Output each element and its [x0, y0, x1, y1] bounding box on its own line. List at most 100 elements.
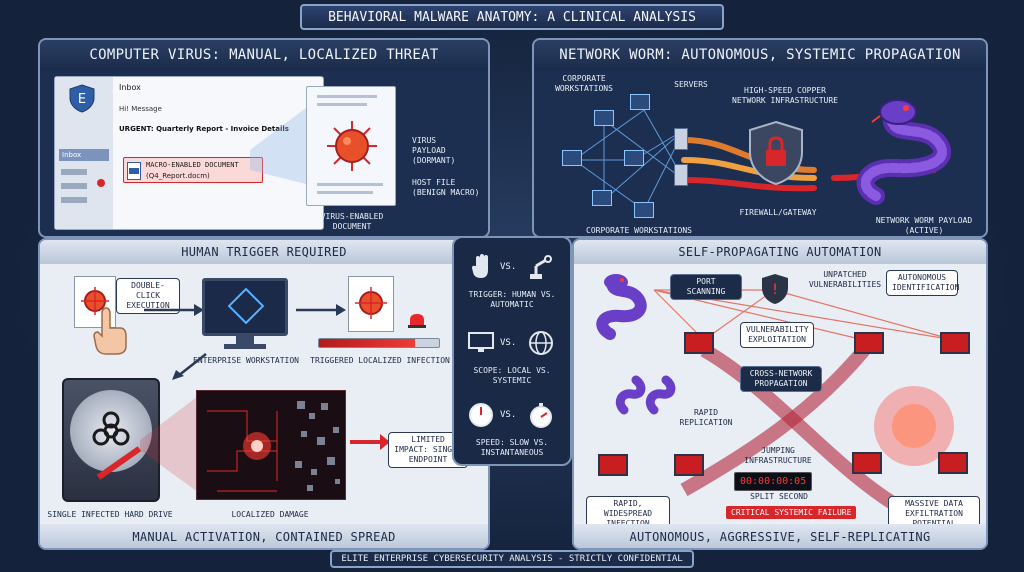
workstation-node [594, 110, 614, 126]
attachment-box[interactable]: MACRO-ENABLED DOCUMENT (Q4_Report.docm) [123, 157, 263, 183]
inbox-title: Inbox [119, 83, 141, 92]
workstation-node [630, 94, 650, 110]
jumping-label: JUMPING INFRASTRUCTURE [744, 446, 812, 465]
compare-item-speed: VS. SPEED: SLOW VS. INSTANTANEOUS [454, 398, 570, 464]
trigger-header: HUMAN TRIGGER REQUIRED [40, 240, 488, 264]
monitor-icon [468, 332, 494, 354]
workstation-label: ENTERPRISE WORKSTATION [193, 356, 299, 365]
enterprise-workstation-monitor [202, 278, 288, 336]
firewall-shield-icon [748, 120, 804, 186]
attachment-file: (Q4_Report.docm) [146, 172, 210, 180]
sidebar-item[interactable] [61, 169, 87, 175]
worm-bottom-panel: SELF-PROPAGATING AUTOMATION PORT SCANNIN… [572, 238, 988, 550]
corp-workstations-top-label: CORPORATE WORKSTATIONS [555, 74, 613, 93]
copper-label: HIGH-SPEED COPPER NETWORK INFRASTRUCTURE [732, 86, 838, 105]
slow-clock-icon [468, 402, 494, 428]
email-greeting: Hi! Message [119, 105, 162, 113]
workstation-node [634, 202, 654, 218]
monitor-base [224, 344, 266, 349]
infected-monitor [854, 332, 884, 354]
sidebar-item-inbox[interactable]: Inbox [59, 149, 109, 161]
arrow-to-workstation [144, 304, 204, 316]
warning-shield-icon: ! [760, 272, 790, 306]
host-file-label: HOST FILE (BENIGN MACRO) [412, 178, 480, 197]
stopwatch-icon [528, 402, 554, 428]
cube-icon [227, 287, 265, 325]
hand-cursor-icon [90, 306, 130, 356]
word-doc-icon [127, 162, 141, 180]
compare-item-trigger: VS. TRIGGER: HUMAN VS. AUTOMATIC [454, 250, 570, 320]
port-scanning-tag: PORT SCANNING [670, 274, 742, 300]
shield-logo-icon: E [67, 83, 97, 113]
infected-file-icon [74, 276, 116, 328]
automation-header: SELF-PROPAGATING AUTOMATION [574, 240, 986, 264]
workstation-node [624, 150, 644, 166]
localized-damage-label: LOCALIZED DAMAGE [231, 510, 309, 519]
localized-damage-panel [196, 390, 346, 500]
rapid-replication-label: RAPID REPLICATION [679, 408, 733, 427]
critical-failure-tag: CRITICAL SYSTEMIC FAILURE [726, 506, 857, 519]
compare-speed-label: SPEED: SLOW VS. INSTANTANEOUS [475, 438, 549, 457]
network-worm-icon [856, 96, 966, 208]
worm-footer: AUTONOMOUS, AGGRESSIVE, SELF-REPLICATING [574, 524, 986, 548]
vs-text: VS. [500, 410, 517, 420]
siren-icon [406, 312, 428, 328]
svg-text:!: ! [772, 282, 778, 298]
split-second-label: SPLIT SECOND [750, 492, 808, 501]
virus-payload-label: VIRUS PAYLOAD (DORMANT) [412, 136, 456, 165]
firewall-label: FIREWALL/GATEWAY [739, 208, 817, 217]
infected-monitor [598, 454, 628, 476]
svg-text:E: E [78, 92, 86, 107]
workstation-node [562, 150, 582, 166]
sidebar-item[interactable] [61, 183, 87, 189]
infected-monitor [674, 454, 704, 476]
virus-doc-caption: VIRUS-ENABLED DOCUMENT [320, 212, 384, 231]
email-window: E Inbox Inbox Hi! Message URGENT: Quarte… [54, 76, 324, 230]
virus-top-panel: COMPUTER VIRUS: MANUAL, LOCALIZED THREAT… [38, 38, 490, 238]
confidential-footer: ELITE ENTERPRISE CYBERSECURITY ANALYSIS … [330, 550, 694, 568]
server-node [674, 164, 688, 186]
compare-trigger-label: TRIGGER: HUMAN VS. AUTOMATIC [468, 290, 556, 309]
arrow-to-drive [172, 353, 207, 380]
virus-document [306, 86, 396, 206]
comparison-panel: VS. TRIGGER: HUMAN VS. AUTOMATIC VS. SCO… [452, 236, 572, 466]
globe-icon [528, 330, 554, 356]
infection-progress-fill [319, 339, 415, 347]
virus-footer: MANUAL ACTIVATION, CONTAINED SPREAD [40, 524, 488, 548]
virus-header: COMPUTER VIRUS: MANUAL, LOCALIZED THREAT [40, 40, 488, 70]
vuln-exploit-tag: VULNERABILITY EXPLOITATION [740, 322, 814, 348]
infected-monitor [938, 452, 968, 474]
server-node [674, 128, 688, 150]
virus-bottom-panel: HUMAN TRIGGER REQUIRED DOUBLE-CLICK EXEC… [38, 238, 490, 550]
platter [70, 390, 152, 472]
email-sidebar: E Inbox [55, 77, 113, 229]
red-arrow-impact [350, 434, 390, 450]
attachment-title: MACRO-ENABLED DOCUMENT [146, 161, 239, 169]
infection-progress-bar [318, 338, 440, 348]
compare-scope-label: SCOPE: LOCAL VS. SYSTEMIC [473, 366, 551, 385]
unpatched-label: UNPATCHED VULNERABILITIES [808, 270, 882, 289]
robot-arm-icon [528, 254, 552, 280]
biohazard-icon [90, 410, 132, 452]
red-projection-beam [140, 390, 206, 498]
servers-label: SERVERS [674, 80, 708, 89]
timer-display: 00:00:00:05 [734, 472, 813, 491]
virus-icon [325, 119, 379, 173]
infected-monitor [852, 452, 882, 474]
email-subject[interactable]: URGENT: Quarterly Report - Invoice Detai… [119, 125, 289, 133]
worm-small-icon [594, 274, 654, 340]
hard-drive-label: SINGLE INFECTED HARD DRIVE [47, 510, 173, 519]
arrow-to-infection [296, 304, 346, 316]
sidebar-item[interactable] [61, 197, 87, 203]
hand-icon [470, 254, 492, 280]
vs-text: VS. [500, 338, 517, 348]
worm-payload-label: NETWORK WORM PAYLOAD (ACTIVE) [875, 216, 973, 235]
monitor-stand [236, 336, 254, 346]
infected-document-icon [348, 276, 394, 332]
sidebar-item-label: Inbox [62, 151, 82, 159]
infected-monitor [940, 332, 970, 354]
hard-drive-icon [62, 378, 160, 502]
infected-monitor [684, 332, 714, 354]
worm-replica-icon [614, 366, 684, 416]
vs-text: VS. [500, 262, 517, 272]
